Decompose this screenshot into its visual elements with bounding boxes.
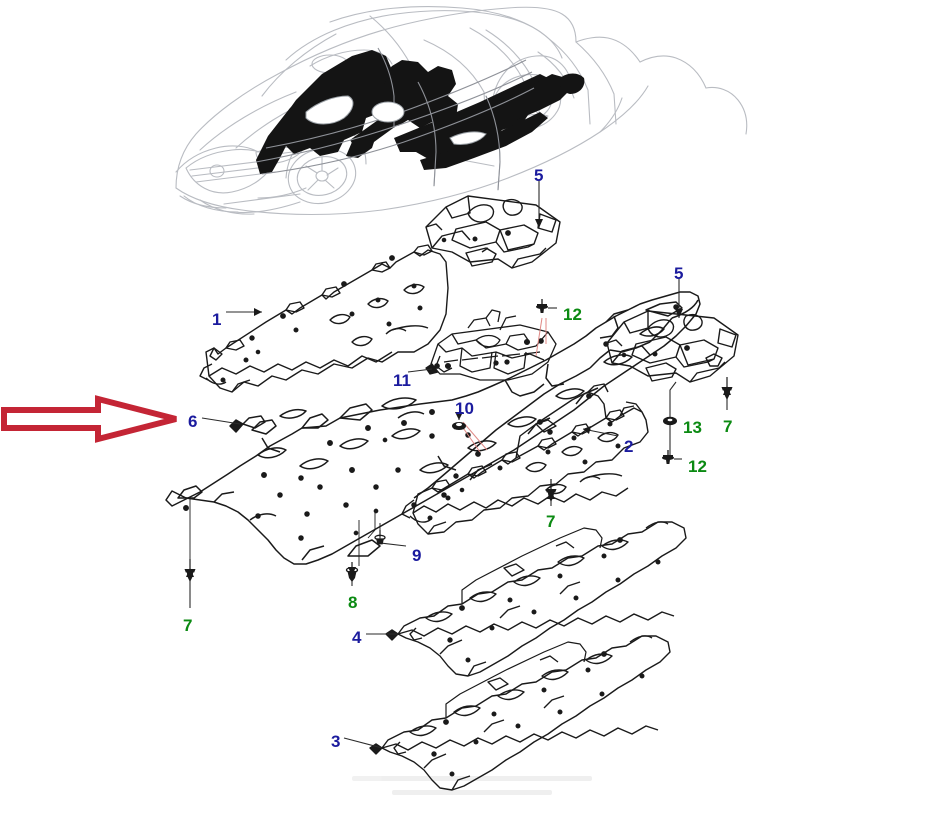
part-heat-shield-rear-left bbox=[425, 195, 561, 269]
callout-12-hex-flange-screw: 12 bbox=[688, 457, 707, 476]
callout-5-heat-shield-rear-left: 5 bbox=[534, 166, 544, 185]
callout-3-sill-closing-panel-lower: 3 bbox=[331, 732, 341, 751]
hex-flange-screw-icon bbox=[661, 449, 675, 465]
grommet-plug-icon bbox=[374, 529, 386, 546]
callout-8-push-pin-clip: 8 bbox=[348, 593, 358, 612]
part-bracket-assembly-tray bbox=[425, 309, 557, 381]
callout-9-grommet-plug: 9 bbox=[412, 546, 422, 565]
callout-5-heat-shield-rear-right: 5 bbox=[674, 264, 684, 283]
red-highlight-arrow bbox=[1, 395, 177, 443]
callout-7-scrivet-retainer: 7 bbox=[546, 512, 556, 531]
vehicle-overlay-light-shapes bbox=[305, 95, 487, 145]
part-main-underbody-tray bbox=[165, 291, 701, 566]
part-floor-panel-front-left bbox=[199, 244, 449, 393]
callout-1-floor-panel-front-left: 1 bbox=[212, 310, 222, 329]
rubber-grommet-icon bbox=[451, 421, 467, 431]
leader-arrowheads bbox=[186, 219, 731, 577]
nut-retainer-icon bbox=[663, 416, 677, 426]
vehicle-highlighted-underbody-areas bbox=[256, 50, 585, 174]
callout-2-underbody-shield-centre-right: 2 bbox=[624, 437, 634, 456]
part-underbody-shield-centre-right bbox=[401, 383, 649, 535]
callout-12-hex-flange-screw: 12 bbox=[563, 305, 582, 324]
callout-13-nut-retainer: 13 bbox=[683, 418, 702, 437]
hex-flange-screw-icon bbox=[535, 298, 549, 314]
callout-4-sill-closing-panel-upper: 4 bbox=[352, 628, 362, 647]
callout-11-bracket-assembly-tray: 11 bbox=[393, 371, 411, 390]
callout-leader-lines bbox=[189, 180, 728, 749]
callout-7-scrivet-retainer: 7 bbox=[723, 417, 733, 436]
callout-7-scrivet-retainer: 7 bbox=[183, 616, 193, 635]
part-sill-closing-panel-upper bbox=[385, 521, 687, 677]
page-watermark bbox=[352, 776, 592, 795]
fastener-assembly-leaders bbox=[458, 317, 547, 453]
callout-10-rubber-grommet: 10 bbox=[455, 399, 474, 418]
callout-6-main-underbody-tray: 6 bbox=[188, 412, 198, 431]
part-sill-closing-panel-lower bbox=[369, 635, 671, 791]
